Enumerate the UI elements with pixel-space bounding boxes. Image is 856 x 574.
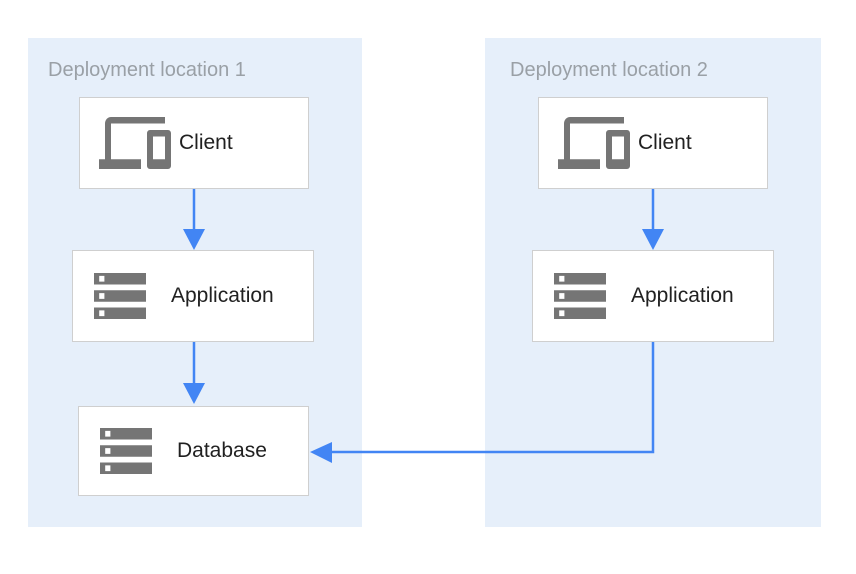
node-label: Client xyxy=(638,131,692,154)
node-label: Application xyxy=(171,284,274,307)
node-client-location2: Client xyxy=(538,97,768,189)
node-label: Application xyxy=(631,284,734,307)
server-stack-icon xyxy=(94,273,146,319)
server-stack-icon xyxy=(554,273,606,319)
node-client-location1: Client xyxy=(79,97,309,189)
server-stack-icon xyxy=(100,428,152,474)
node-database-location1: Database xyxy=(78,406,309,496)
region-label-deployment-location-1: Deployment location 1 xyxy=(48,59,246,81)
node-label: Client xyxy=(179,131,233,154)
node-application-location1: Application xyxy=(72,250,314,342)
node-application-location2: Application xyxy=(532,250,774,342)
devices-icon xyxy=(558,117,630,169)
region-label-deployment-location-2: Deployment location 2 xyxy=(510,59,708,81)
node-label: Database xyxy=(177,439,267,462)
devices-icon xyxy=(99,117,171,169)
